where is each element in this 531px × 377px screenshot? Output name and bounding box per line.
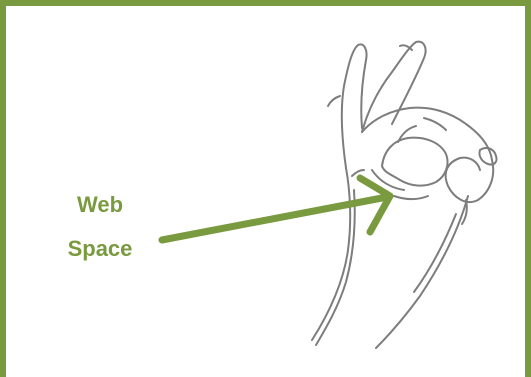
web-space-arrow	[162, 178, 390, 240]
finger-back-outline	[342, 44, 367, 168]
label-space: Space	[40, 238, 160, 260]
label-web: Web	[40, 194, 160, 216]
fingernail	[479, 148, 496, 165]
wrist-left-outline	[312, 168, 350, 340]
arrow-head-icon	[360, 178, 390, 232]
finger-front-outline	[362, 42, 426, 132]
